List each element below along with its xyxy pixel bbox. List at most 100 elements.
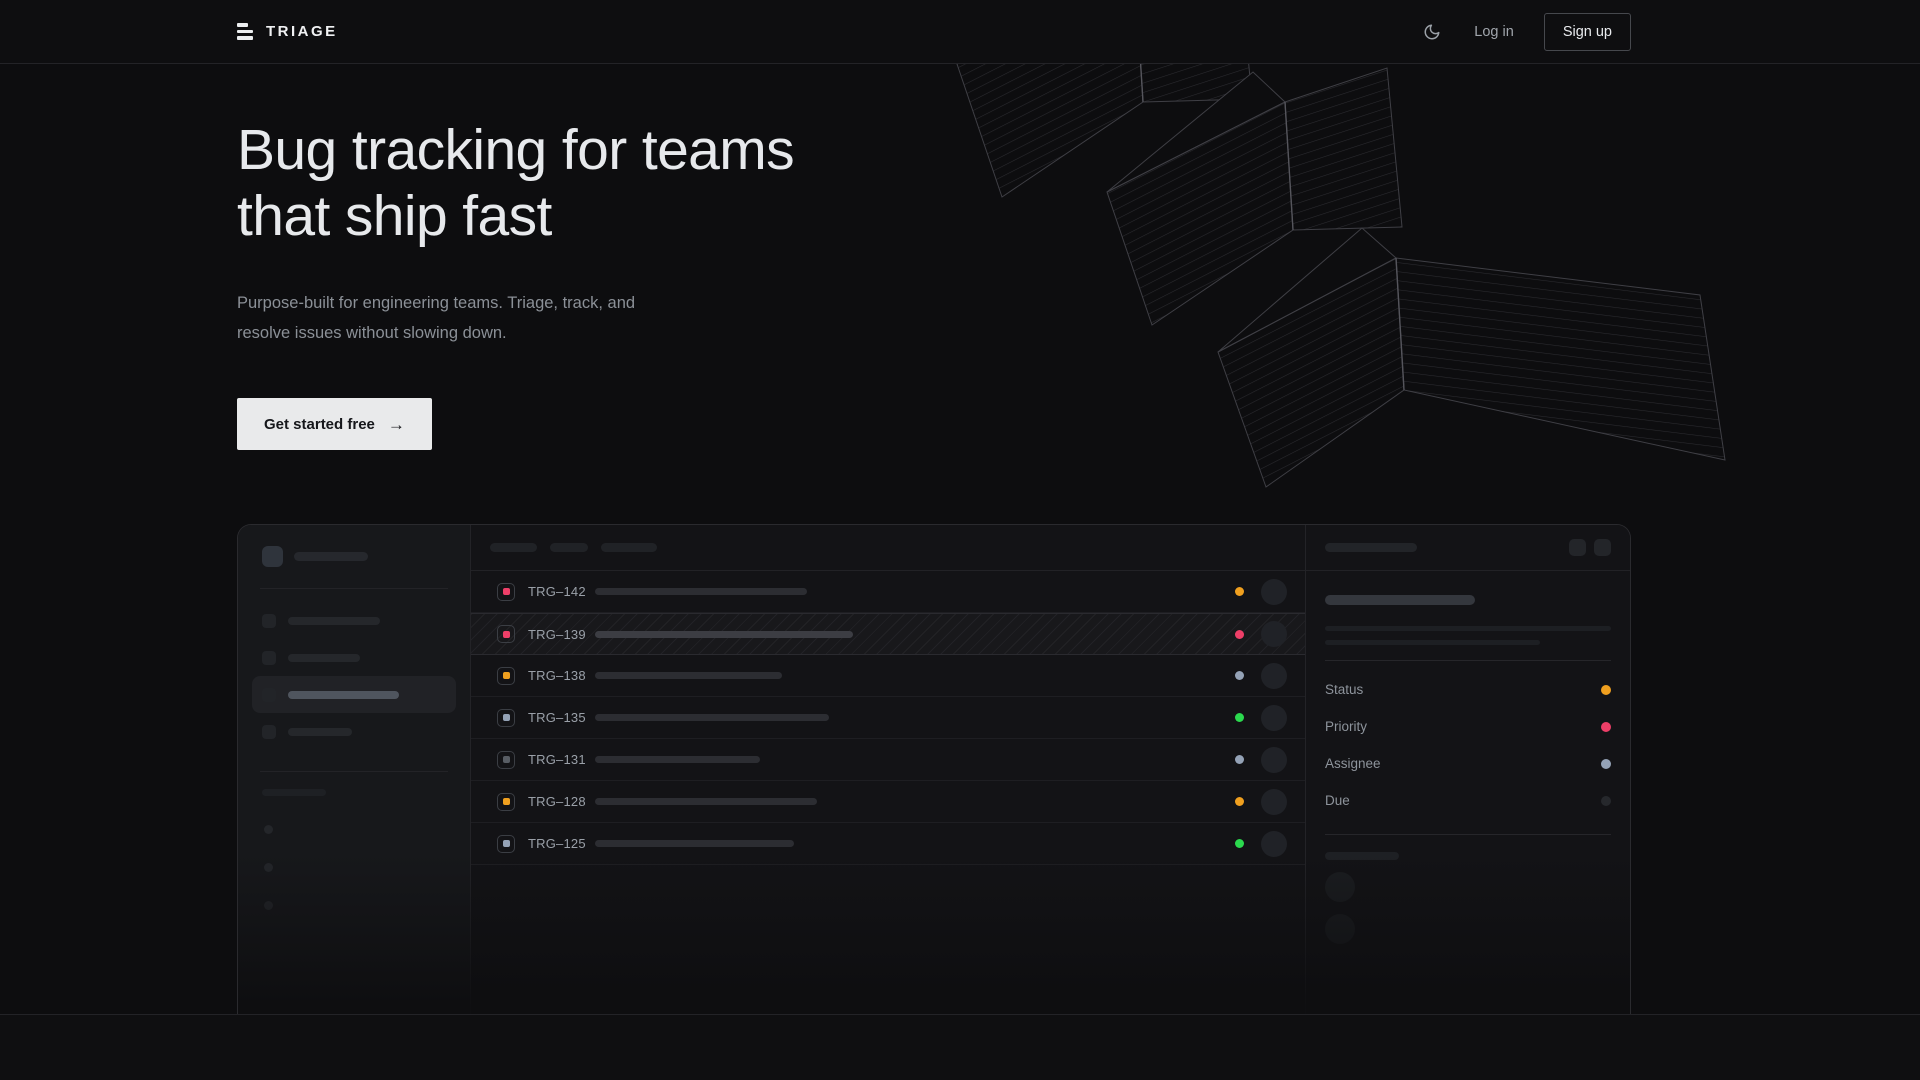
get-started-button[interactable]: Get started free → [237,398,432,450]
detail-fields: Status Priority Assignee Due [1325,671,1611,819]
top-nav: TRIAGE Log in Sign up [0,0,1920,64]
detail-field-row: Status [1325,671,1611,708]
issue-title-placeholder [1325,595,1475,605]
status-dot [1235,713,1244,722]
issue-title-placeholder [595,714,829,721]
issue-id: TRG–138 [528,668,586,683]
tab-placeholder [550,543,588,552]
signup-button[interactable]: Sign up [1544,13,1631,51]
issue-type-icon [497,793,515,811]
field-value-dot [1601,685,1611,695]
field-value-dot [1601,796,1611,806]
footer-section [0,1014,1920,1080]
brand-logo[interactable]: TRIAGE [237,23,338,40]
workspace-name-placeholder [294,552,368,561]
sidebar-divider [260,588,448,589]
issue-title-placeholder [595,756,760,763]
login-link[interactable]: Log in [1474,24,1514,40]
status-dot [1235,755,1244,764]
tab-placeholder [490,543,537,552]
issue-type-icon [497,709,515,727]
detail-field-row: Due [1325,782,1611,819]
avatar-placeholder [1325,914,1355,944]
hero-section: Bug tracking for teams that ship fast Pu… [0,64,1920,1014]
sidebar-nav-skeleton [262,602,446,750]
sidebar-item-placeholder [252,713,456,750]
assignee-avatar-placeholder [1261,789,1287,815]
issue-title-placeholder [595,840,794,847]
status-dot [1235,797,1244,806]
sidebar-dot-placeholder [264,825,273,834]
sidebar-item-placeholder-active [252,676,456,713]
sidebar-dot-placeholder [264,863,273,872]
field-label: Assignee [1325,756,1381,771]
issue-list-tabs-skeleton [471,525,1305,571]
issue-type-icon [497,667,515,685]
issue-row: TRG–131 [471,739,1305,781]
issue-row: TRG–125 [471,823,1305,865]
assignee-avatar-placeholder [1261,705,1287,731]
preview-sidebar [238,525,471,1014]
triage-logo-icon [237,23,253,40]
brand-name: TRIAGE [266,23,338,40]
detail-panel-header [1306,525,1630,571]
field-label: Status [1325,682,1363,697]
description-line-placeholder [1325,640,1540,645]
issue-id: TRG–125 [528,836,586,851]
page-title-line1: Bug tracking for teams [237,118,794,182]
issue-row: TRG–142 [471,571,1305,613]
issue-type-icon [497,625,515,643]
arrow-right-icon: → [388,416,405,433]
field-label: Priority [1325,719,1367,734]
issue-id: TRG–139 [528,627,586,642]
wireframe-decoration [940,64,1920,584]
field-value-dot [1601,759,1611,769]
issue-list-panel: TRG–142 TRG–139 TRG–138 TRG–135 TRG–131 [471,525,1305,1014]
issue-type-icon [497,751,515,769]
app-preview-card: TRG–142 TRG–139 TRG–138 TRG–135 TRG–131 [237,524,1631,1014]
detail-title-placeholder [1325,543,1417,552]
status-dot [1235,630,1244,639]
issue-title-placeholder [595,631,853,638]
assignee-avatar-placeholder [1261,747,1287,773]
theme-toggle-moon-icon[interactable] [1420,20,1444,44]
issue-detail-panel: Status Priority Assignee Due [1305,525,1630,1014]
issue-title-placeholder [595,588,807,595]
field-value-dot [1601,722,1611,732]
detail-field-row: Priority [1325,708,1611,745]
activity-label-placeholder [1325,852,1399,860]
status-dot [1235,839,1244,848]
tab-placeholder [601,543,657,552]
workspace-avatar-placeholder [262,546,283,567]
issue-id: TRG–128 [528,794,586,809]
panel-action-button-placeholder [1594,539,1611,556]
page-title-line2: that ship fast [237,184,552,248]
assignee-avatar-placeholder [1261,663,1287,689]
sidebar-item-placeholder [252,602,456,639]
panel-action-button-placeholder [1569,539,1586,556]
detail-field-row: Assignee [1325,745,1611,782]
sidebar-item-placeholder [252,639,456,676]
field-label: Due [1325,793,1350,808]
detail-panel-body: Status Priority Assignee Due [1306,571,1630,944]
workspace-switcher-skeleton [262,546,446,567]
page-title: Bug tracking for teams that ship fast [237,117,794,249]
assignee-avatar-placeholder [1261,621,1287,647]
issue-type-icon [497,835,515,853]
issue-rows: TRG–142 TRG–139 TRG–138 TRG–135 TRG–131 [471,571,1305,865]
assignee-avatar-placeholder [1261,579,1287,605]
status-dot [1235,587,1244,596]
issue-id: TRG–142 [528,584,586,599]
issue-row: TRG–135 [471,697,1305,739]
issue-row: TRG–139 [471,613,1305,655]
sidebar-section-label-placeholder [262,789,326,796]
panel-divider [1325,660,1611,661]
hero-subtitle: Purpose-built for engineering teams. Tri… [237,288,635,348]
issue-id: TRG–131 [528,752,586,767]
sidebar-dot-placeholder [264,901,273,910]
issue-title-placeholder [595,798,817,805]
issue-type-icon [497,583,515,601]
assignee-avatar-placeholder [1261,831,1287,857]
sidebar-divider [260,771,448,772]
